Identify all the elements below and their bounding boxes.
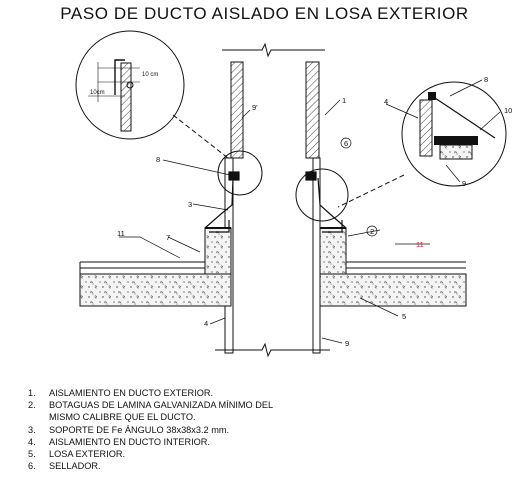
- legend-item: 5. LOSA EXTERIOR.: [28, 448, 273, 460]
- detail-ring-left: [217, 150, 263, 196]
- legend-text: SELLADOR.: [49, 461, 101, 472]
- legend-number: 1.: [28, 388, 36, 398]
- callout-9-detail: 9: [462, 179, 466, 188]
- dimension-10cm-left: 10cm: [90, 90, 105, 96]
- callout-10: 10: [504, 106, 512, 115]
- detail-circle-left: [75, 30, 185, 140]
- callout-4-left: 4: [204, 319, 208, 328]
- drawing-title: PASO DE DUCTO AISLADO EN LOSA EXTERIOR: [60, 4, 469, 23]
- legend-text: BOTAGUAS DE LAMINA GALVANIZADA MÍNIMO DE…: [49, 400, 274, 411]
- callout-11-left: 11: [117, 229, 125, 238]
- callout-9-upper: 9': [252, 103, 258, 112]
- detail-ring-right: [295, 168, 349, 222]
- legend-item: 1. AISLAMIENTO EN DUCTO EXTERIOR.: [28, 387, 273, 399]
- legend-number: 6.: [28, 461, 36, 472]
- legend-item: 6. SELLADOR.: [28, 460, 273, 472]
- callout-8-right: 8: [484, 75, 488, 84]
- legend-number: 2.: [28, 400, 36, 411]
- detail-leader-right: [337, 174, 405, 208]
- callout-8-left: 8: [156, 155, 160, 164]
- dimension-10cm-top: 10 cm: [142, 72, 158, 78]
- callout-2: 2: [370, 227, 374, 236]
- flashing-right: [305, 171, 347, 233]
- legend-text: MISMO CALIBRE QUE EL DUCTO.: [49, 412, 196, 423]
- legend: 1. AISLAMIENTO EN DUCTO EXTERIOR. 2. BOTAGU…: [28, 387, 273, 472]
- legend-number: [28, 411, 49, 423]
- flashing-left: [204, 171, 240, 233]
- slab-right: [319, 227, 467, 307]
- callout-9-bottom: 9: [345, 339, 349, 348]
- duct-right-wall: [305, 61, 321, 354]
- detail-leader-left: [172, 114, 229, 159]
- legend-text: LOSA EXTERIOR.: [49, 449, 126, 460]
- legend-number: 4.: [28, 436, 36, 447]
- legend-number: 5.: [28, 449, 36, 460]
- callout-1: 1: [342, 96, 346, 105]
- legend-item: 3. SOPORTE DE Fe ÁNGULO 38x38x3.2 mm.: [28, 424, 273, 436]
- legend-text: AISLAMIENTO EN DUCTO INTERIOR.: [49, 436, 210, 447]
- legend-number: 3.: [28, 424, 36, 435]
- detail-circle-right: [401, 81, 507, 187]
- legend-text: SOPORTE DE Fe ÁNGULO 38x38x3.2 mm.: [49, 424, 230, 435]
- legend-item: 4. AISLAMIENTO EN DUCTO INTERIOR.: [28, 436, 273, 448]
- callout-5: 5: [402, 312, 406, 321]
- legend-item: MISMO CALIBRE QUE EL DUCTO.: [28, 411, 273, 423]
- callout-7: 7: [166, 233, 170, 242]
- legend-item: 2. BOTAGUAS DE LAMINA GALVANIZADA MÍNIMO …: [28, 399, 273, 411]
- duct-left-wall: [224, 61, 244, 354]
- leader-lines: [119, 79, 501, 344]
- callout-11-right: 11: [416, 240, 424, 249]
- callout-6: 6: [344, 139, 348, 148]
- legend-text: AISLAMIENTO EN DUCTO EXTERIOR.: [49, 388, 214, 398]
- slab-left: [79, 227, 232, 307]
- callout-4-right: 4: [384, 97, 388, 106]
- break-lines: [215, 42, 330, 358]
- callout-3: 3: [188, 200, 192, 209]
